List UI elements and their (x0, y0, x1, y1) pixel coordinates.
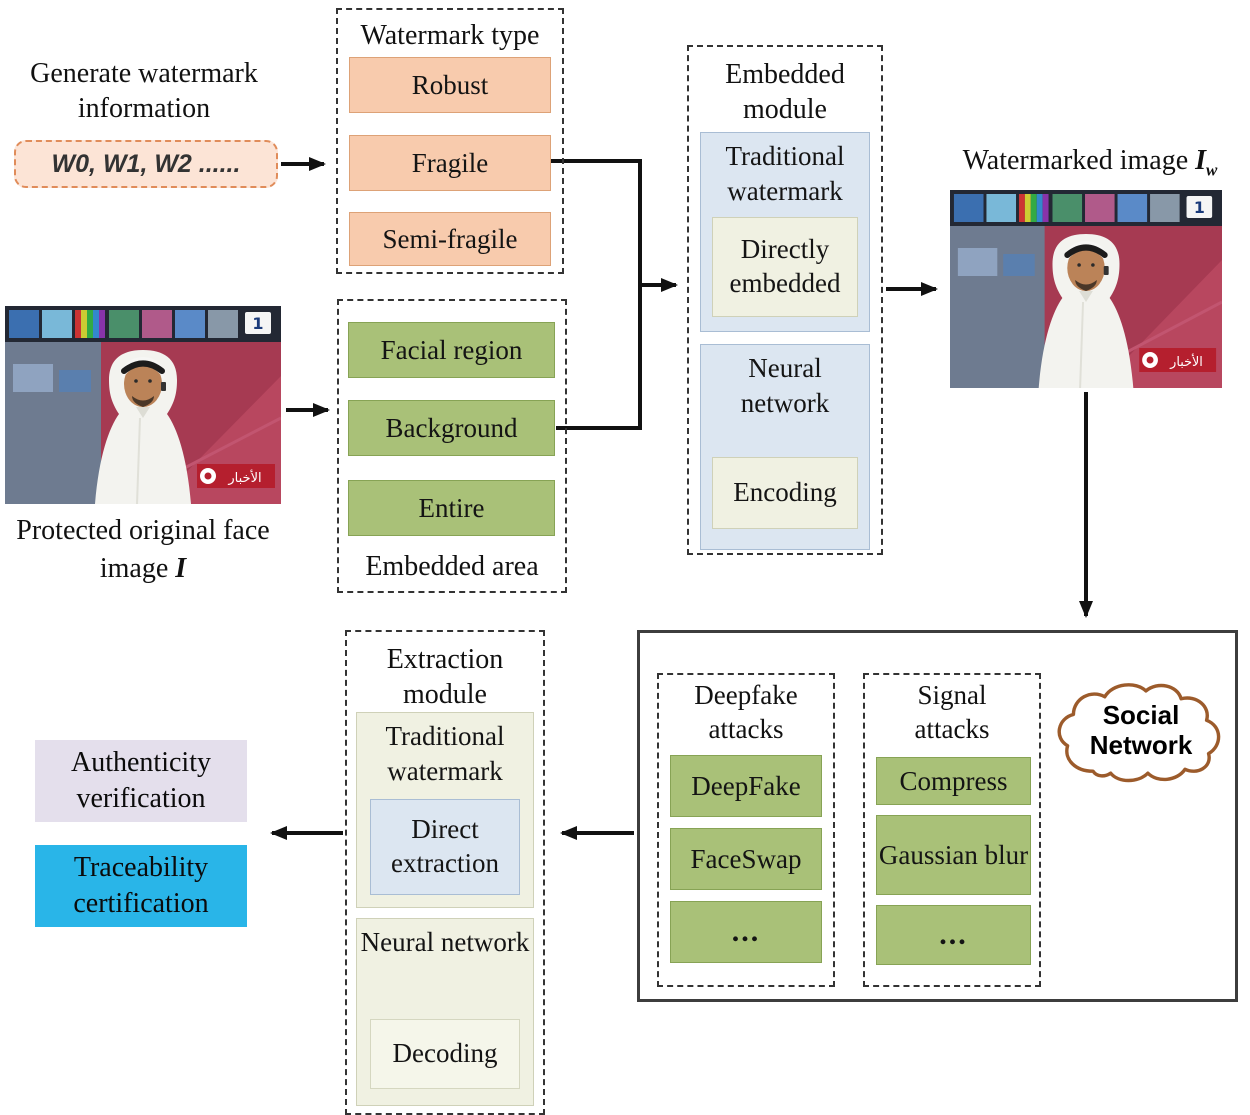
attack-deepfake-more: ... (670, 901, 822, 963)
embedded-traditional-watermark-label: Traditional watermark (725, 141, 845, 207)
protected-face-caption: Protected original face image I (12, 512, 274, 588)
social-network-cloud-label: Social Network (1089, 700, 1193, 760)
extraction-neural-network-box: Neural network Decoding (356, 918, 534, 1106)
signal-attacks-title-text: Signal attacks (914, 680, 990, 744)
deepfake-attacks-box: Deepfake attacks DeepFake FaceSwap ... (657, 673, 835, 987)
signal-attacks-title: Signal attacks (865, 679, 1039, 747)
attack-signal-more: ... (876, 905, 1031, 965)
authenticity-verification-box: Authenticity verification (35, 740, 247, 822)
watermark-type-box: Watermark type Robust Fragile Semi-fragi… (336, 8, 564, 274)
watermarked-image-symbol: I (1195, 145, 1207, 176)
attack-compress: Compress (876, 757, 1031, 805)
traceability-certification-box: Traceability certification (35, 845, 247, 927)
social-network-cloud: Social Network (1048, 671, 1234, 797)
embedded-area-box: Facial region Background Entire Embedded… (337, 299, 567, 593)
attack-deepfake: DeepFake (670, 755, 822, 817)
connector-fragile-elbow (551, 159, 642, 283)
watermarked-image-caption-text: Watermarked image (962, 145, 1189, 176)
direct-extraction-box: Direct extraction (370, 799, 520, 895)
directly-embedded-box: Directly embedded (712, 217, 858, 317)
embedded-area-background: Background (348, 400, 555, 456)
attack-faceswap: FaceSwap (670, 828, 822, 890)
protected-face-image (5, 306, 281, 504)
extraction-traditional-watermark-box: Traditional watermark Direct extraction (356, 712, 534, 908)
extraction-module-box: Extraction module Traditional watermark … (345, 630, 545, 1115)
embedded-area-entire: Entire (348, 480, 555, 536)
embedded-area-facial-region: Facial region (348, 322, 555, 378)
watermarked-image-caption: Watermarked image Iw (945, 142, 1235, 183)
attack-gaussian-blur: Gaussian blur (876, 815, 1031, 895)
embedded-neural-network-box: Neural network Encoding (700, 344, 870, 550)
watermarked-face-image (950, 190, 1222, 388)
protected-face-caption-text: Protected original face image (16, 515, 270, 584)
watermarked-image-subscript: w (1206, 160, 1218, 180)
signal-attacks-box: Signal attacks Compress Gaussian blur ..… (863, 673, 1041, 987)
deepfake-attacks-title: Deepfake attacks (659, 679, 833, 747)
embedded-neural-network-label: Neural network (740, 353, 830, 419)
extraction-module-title: Extraction module (386, 644, 504, 710)
extraction-traditional-watermark-label: Traditional watermark (385, 721, 505, 787)
watermark-type-fragile: Fragile (349, 135, 551, 191)
watermark-info-value: W0, W1, W2 ...... (14, 140, 278, 188)
extraction-neural-network-label: Neural network (360, 927, 530, 957)
deepfake-attacks-title-text: Deepfake attacks (694, 680, 798, 744)
embedded-area-title: Embedded area (365, 551, 539, 582)
watermark-type-title: Watermark type (360, 20, 540, 51)
generate-watermark-title: Generate watermark information (30, 58, 258, 124)
embedded-module-title: Embedded module (725, 59, 845, 125)
social-network-box: Deepfake attacks DeepFake FaceSwap ... S… (637, 630, 1238, 1002)
protected-face-symbol: I (175, 552, 187, 584)
embedded-module-box: Embedded module Traditional watermark Di… (687, 45, 883, 555)
watermark-type-robust: Robust (349, 57, 551, 113)
embedded-traditional-watermark-box: Traditional watermark Directly embedded (700, 132, 870, 332)
decoding-box: Decoding (370, 1019, 520, 1089)
watermark-type-semifragile: Semi-fragile (349, 212, 551, 266)
encoding-box: Encoding (712, 457, 858, 529)
cloud-shape (1057, 683, 1221, 783)
connector-background-elbow (556, 287, 642, 430)
